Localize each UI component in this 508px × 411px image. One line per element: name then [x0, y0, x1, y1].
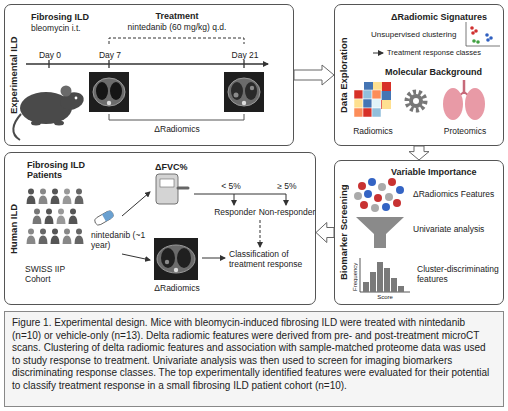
step-label: nintedanib (~1 year): [91, 231, 147, 251]
timepoint-label: Day 7: [90, 51, 130, 61]
human-panel: Human ILD Fibrosing ILD PatientsSWISS IIP…: [4, 152, 316, 305]
section-heading: ΔRadiomic Signatures: [391, 12, 487, 22]
step-label: Univariate analysis: [413, 225, 501, 235]
step-label: Unsupervised clustering: [371, 30, 456, 39]
section-heading: Fibrosing ILD: [31, 12, 89, 22]
threshold-label: ≥ 5%: [272, 182, 302, 192]
class-label: Non-responder: [258, 208, 316, 218]
experiment-panel: Experimental ILD Fibrosing ILD bleomycin i…: [4, 4, 294, 146]
icon-label: Radiomics: [343, 127, 403, 137]
panel-heading: Data Exploration: [337, 5, 350, 145]
flow-arrow: [316, 223, 334, 243]
step-label: Cluster-discriminating features: [417, 265, 501, 285]
threshold-label: < 5%: [216, 182, 246, 192]
axis-label: Frequency: [352, 260, 359, 293]
timepoint-label: Day 0: [30, 51, 70, 61]
axis-label: Score: [365, 294, 405, 301]
class-label: Responder: [210, 208, 260, 218]
section-heading: Molecular Background: [385, 67, 482, 77]
section-heading: Variable Importance: [391, 167, 477, 177]
flow-arrow: [294, 65, 334, 85]
exploration-panel: Data Exploration ΔRadiomic SignaturesUnsu…: [334, 4, 504, 146]
step-label: nintedanib (60 mg/kg) q.d.: [102, 23, 252, 33]
step-label: ΔRadiomics: [149, 284, 205, 294]
panel-heading: Experimental ILD: [7, 5, 20, 145]
step-label: Treatment response classes: [387, 49, 481, 58]
cohort-label: SWISS IIP Cohort: [25, 265, 89, 285]
screening-panel: Biomarker Screening Variable ImportanceΔR…: [334, 160, 504, 305]
figure-caption: Figure 1. Experimental design. Mice with…: [4, 311, 504, 407]
step-label: ΔRadiomics: [137, 125, 217, 135]
panel-heading: Human ILD: [7, 153, 20, 304]
step-label: ΔRadiomics Features: [413, 190, 501, 200]
section-heading: Fibrosing ILD Patients: [27, 160, 107, 181]
panel-heading: Biomarker Screening: [337, 161, 350, 304]
timepoint-label: Day 21: [225, 51, 265, 61]
flow-arrow: [409, 146, 429, 160]
section-heading: Treatment: [132, 11, 222, 21]
step-label: bleomycin i.t.: [31, 24, 81, 34]
measure-label: ΔFVC%: [155, 162, 187, 172]
icon-label: Proteomics: [435, 127, 495, 137]
step-label: Classification of treatment response: [229, 250, 313, 270]
